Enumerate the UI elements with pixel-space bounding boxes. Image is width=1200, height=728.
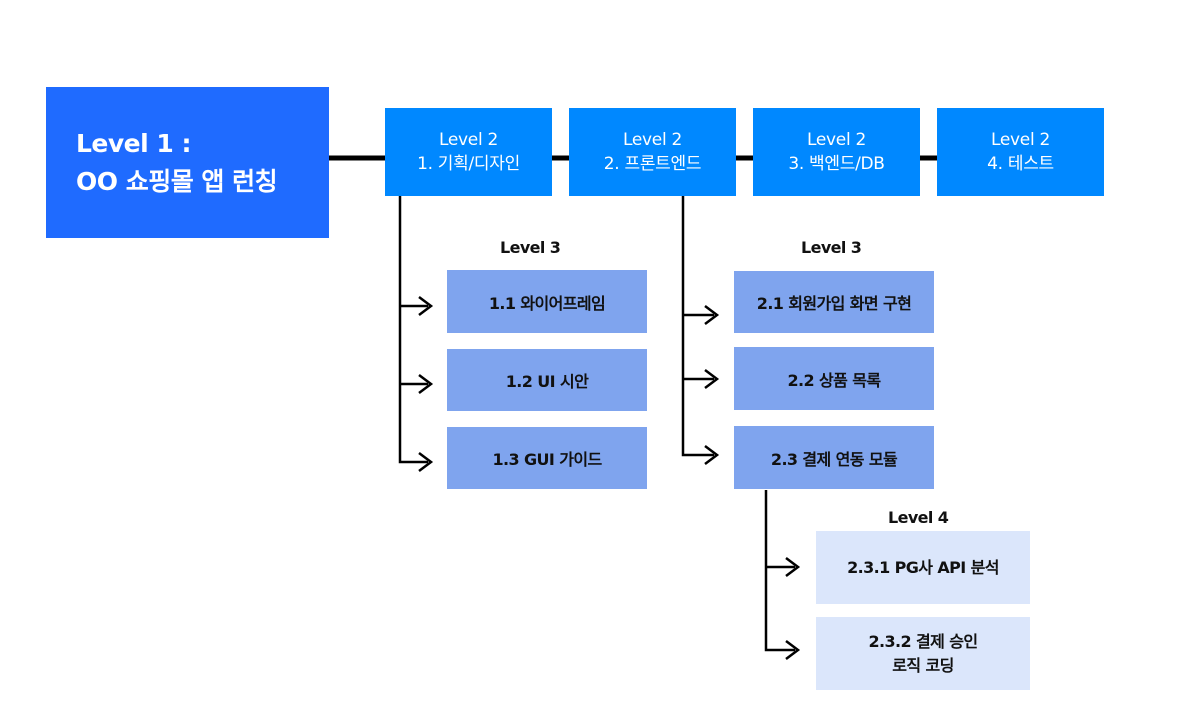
arrow-head-icon xyxy=(785,557,801,577)
level2-node-test[interactable]: Level 2 4. 테스트 xyxy=(937,108,1104,196)
level3-node[interactable]: 1.3 GUI 가이드 xyxy=(447,427,647,489)
level4-title-line2: 로직 코딩 xyxy=(892,655,954,675)
level4-title-line1: 2.3.2 결제 승인 xyxy=(868,631,979,651)
level2-node-frontend[interactable]: Level 2 2. 프론트엔드 xyxy=(569,108,736,196)
level2-title: 4. 테스트 xyxy=(987,154,1054,174)
level2-label: Level 2 xyxy=(991,130,1050,150)
level4-node[interactable]: 2.3.2 결제 승인 로직 코딩 xyxy=(816,617,1030,690)
level2-label: Level 2 xyxy=(807,130,866,150)
level3-heading-1: Level 3 xyxy=(500,238,561,257)
arrow-head-icon xyxy=(704,445,720,465)
arrow-head-icon xyxy=(418,452,434,472)
level1-label: Level 1 : xyxy=(76,128,192,158)
arrow-head-icon xyxy=(704,305,720,325)
level3-node[interactable]: 2.2 상품 목록 xyxy=(734,347,934,410)
level3-title: 2.2 상품 목록 xyxy=(787,370,882,390)
level4-title: 2.3.1 PG사 API 분석 xyxy=(847,557,999,577)
tree-branch-4 xyxy=(764,490,801,660)
level2-node-backend[interactable]: Level 2 3. 백엔드/DB xyxy=(753,108,920,196)
level1-root-node[interactable]: Level 1 : OO 쇼핑몰 앱 런칭 xyxy=(46,87,329,238)
level3-heading-2: Level 3 xyxy=(801,238,862,257)
tree-branch-2 xyxy=(681,196,720,465)
level2-node-planning[interactable]: Level 2 1. 기획/디자인 xyxy=(385,108,552,196)
level3-node[interactable]: 2.1 회원가입 화면 구현 xyxy=(734,271,934,333)
level3-node[interactable]: 1.2 UI 시안 xyxy=(447,349,647,411)
level2-title: 2. 프론트엔드 xyxy=(603,154,702,174)
arrow-head-icon xyxy=(418,374,434,394)
level3-title: 2.3 결제 연동 모듈 xyxy=(770,449,898,469)
level3-title: 1.3 GUI 가이드 xyxy=(492,450,602,469)
arrow-head-icon xyxy=(785,640,801,660)
level4-node[interactable]: 2.3.1 PG사 API 분석 xyxy=(816,531,1030,604)
level1-title: OO 쇼핑몰 앱 런칭 xyxy=(76,166,278,196)
level3-title: 1.2 UI 시안 xyxy=(505,372,589,391)
arrow-head-icon xyxy=(704,369,720,389)
level3-title: 1.1 와이어프레임 xyxy=(488,293,606,313)
level3-title: 2.1 회원가입 화면 구현 xyxy=(756,294,912,313)
level2-title: 3. 백엔드/DB xyxy=(788,154,885,174)
level4-heading: Level 4 xyxy=(888,508,949,527)
tree-branch-1 xyxy=(398,196,434,472)
level2-title: 1. 기획/디자인 xyxy=(417,154,520,174)
level2-label: Level 2 xyxy=(623,130,682,150)
level3-node[interactable]: 1.1 와이어프레임 xyxy=(447,270,647,333)
level3-node[interactable]: 2.3 결제 연동 모듈 xyxy=(734,426,934,489)
level2-label: Level 2 xyxy=(439,130,498,150)
arrow-head-icon xyxy=(418,296,434,316)
